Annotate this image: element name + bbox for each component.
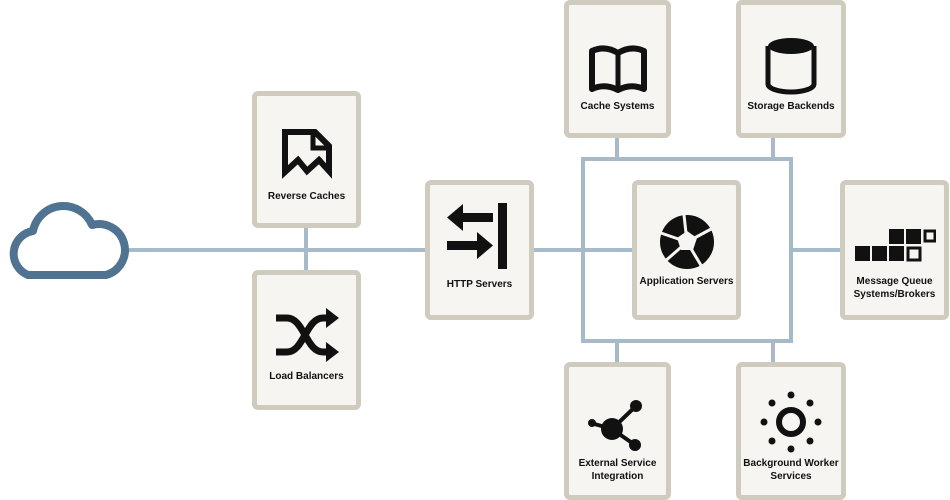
bookmark-page-icon xyxy=(257,124,356,180)
application-servers-node[interactable]: Application Servers xyxy=(632,180,741,320)
aperture-icon xyxy=(637,213,736,271)
shuffle-icon xyxy=(257,307,356,363)
storage-backends-node[interactable]: Storage Backends xyxy=(736,0,846,138)
cache-systems-label: Cache Systems xyxy=(580,101,655,112)
reverse-caches-node[interactable]: Reverse Caches xyxy=(252,91,361,228)
external-service-label: External Service Integration xyxy=(578,458,657,482)
sun-gear-icon xyxy=(741,390,841,454)
arrows-exchange-icon xyxy=(430,201,529,271)
background-workers-label: Background Worker Services xyxy=(743,458,839,482)
external-service-node[interactable]: External Service Integration xyxy=(564,362,671,500)
http-servers-node[interactable]: HTTP Servers xyxy=(425,180,534,320)
share-nodes-icon xyxy=(569,397,666,457)
message-queue-node[interactable]: Message Queue Systems/Brokers xyxy=(840,180,949,320)
database-icon xyxy=(741,34,841,96)
application-servers-label: Application Servers xyxy=(639,276,734,287)
http-servers-label: HTTP Servers xyxy=(446,279,513,290)
cloud-icon xyxy=(9,202,129,279)
background-workers-node[interactable]: Background Worker Services xyxy=(736,362,846,500)
reverse-caches-label: Reverse Caches xyxy=(267,191,346,202)
open-book-icon xyxy=(569,45,666,93)
message-queue-label: Message Queue Systems/Brokers xyxy=(853,276,936,300)
cache-systems-node[interactable]: Cache Systems xyxy=(564,0,671,138)
load-balancers-label: Load Balancers xyxy=(269,371,344,382)
queue-blocks-icon xyxy=(845,227,944,263)
load-balancers-node[interactable]: Load Balancers xyxy=(252,270,361,410)
storage-backends-label: Storage Backends xyxy=(747,101,835,112)
